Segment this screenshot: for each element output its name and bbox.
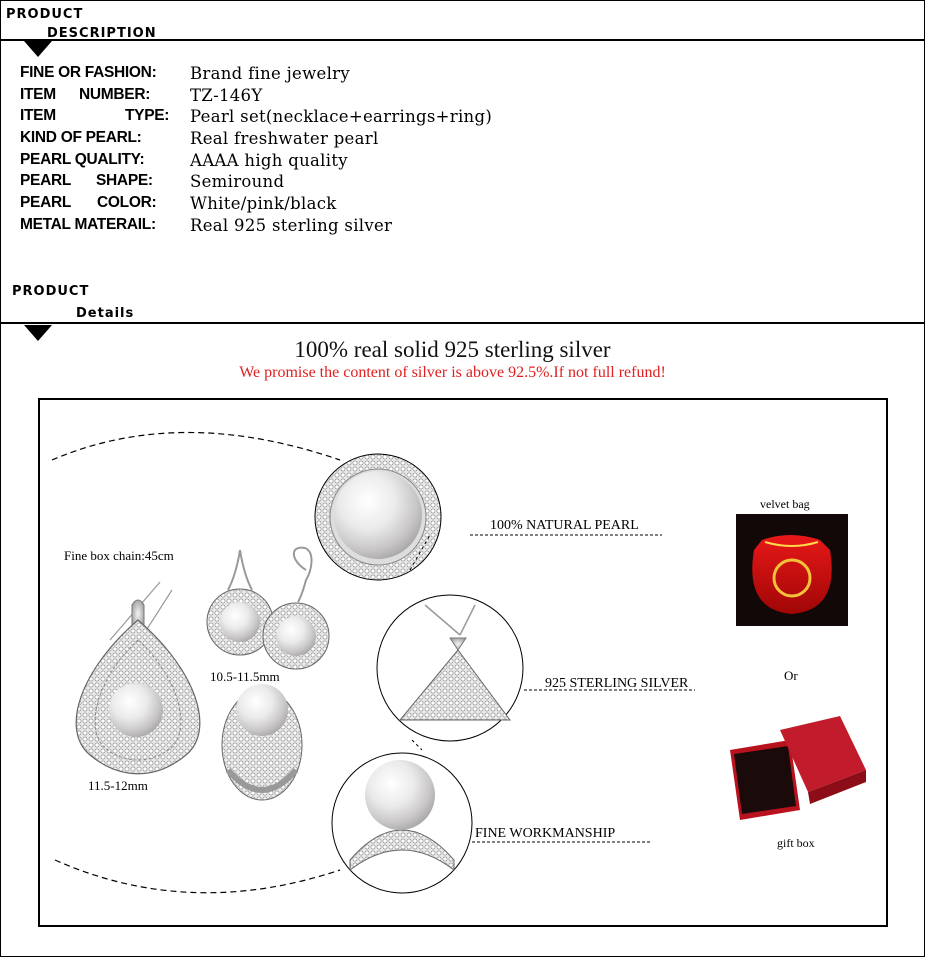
leader-line xyxy=(411,739,423,751)
product-illustration: Fine box chain:45cm 11.5-12mm 10.5-11.5m… xyxy=(51,431,866,894)
callout-sterling-silver: 925 STERLING SILVER xyxy=(545,676,689,691)
spec-value: White/pink/black xyxy=(190,194,337,213)
dashed-arc xyxy=(51,431,341,461)
details-marker-icon xyxy=(24,325,52,341)
pendant-size-label: 11.5-12mm xyxy=(88,778,148,793)
spec-value: Semiround xyxy=(190,172,285,191)
spec-label-part: TYPE: xyxy=(125,107,170,124)
spec-value: TZ-146Y xyxy=(190,86,263,105)
description-marker-icon xyxy=(24,41,52,57)
gift-box-image xyxy=(730,716,866,820)
spec-label: FINE OR FASHION: xyxy=(20,64,157,81)
spec-label: PEARL QUALITY: xyxy=(20,151,145,168)
velvet-bag-image xyxy=(736,514,848,626)
spec-label-part: ITEM xyxy=(20,107,56,124)
spec-value: AAAA high quality xyxy=(190,151,348,170)
description-header-line2: DESCRIPTION xyxy=(47,26,157,41)
earring-left xyxy=(206,549,274,656)
spec-label-part: ITEM xyxy=(20,86,56,103)
chain-length-label: Fine box chain:45cm xyxy=(64,548,174,563)
description-header-line1: PRODUCT xyxy=(6,7,84,22)
spec-value: Pearl set(necklace+earrings+ring) xyxy=(190,107,493,126)
description-divider xyxy=(0,39,925,41)
pearl-closeup xyxy=(314,453,442,581)
callout-workmanship: FINE WORKMANSHIP xyxy=(475,826,615,841)
spec-value: Real 925 sterling silver xyxy=(190,216,393,235)
spec-label: KIND OF PEARL: xyxy=(20,129,142,146)
leader-line xyxy=(409,534,431,571)
earring-right xyxy=(262,546,330,670)
silver-title: 100% real solid 925 sterling silver xyxy=(294,337,611,362)
silver-guarantee: We promise the content of silver is abov… xyxy=(239,364,666,381)
spec-label-part: NUMBER: xyxy=(79,86,151,103)
callout-natural-pearl: 100% NATURAL PEARL xyxy=(490,518,639,533)
details-header-line1: PRODUCT xyxy=(12,284,90,299)
silver-closeup xyxy=(376,594,524,742)
packaging-or-label: Or xyxy=(784,668,798,683)
pendant xyxy=(75,599,201,775)
details-divider xyxy=(0,322,925,324)
spec-label-part: PEARL xyxy=(20,172,72,189)
workmanship-closeup xyxy=(331,752,473,894)
spec-value: Brand fine jewelry xyxy=(190,64,350,83)
ring xyxy=(221,684,303,801)
velvet-bag-label: velvet bag xyxy=(760,497,810,511)
spec-label-part: SHAPE: xyxy=(96,172,153,189)
product-showcase: Fine box chain:45cm 11.5-12mm 10.5-11.5m… xyxy=(38,398,888,927)
details-header-line2: Details xyxy=(76,306,135,321)
dashed-arc xyxy=(54,859,341,894)
earring-size-label: 10.5-11.5mm xyxy=(210,669,280,684)
gift-box-label: gift box xyxy=(777,836,815,850)
spec-value: Real freshwater pearl xyxy=(190,129,379,148)
spec-label-part: PEARL xyxy=(20,194,72,211)
spec-label: METAL MATERAIL: xyxy=(20,216,156,233)
spec-label-part: COLOR: xyxy=(97,194,157,211)
